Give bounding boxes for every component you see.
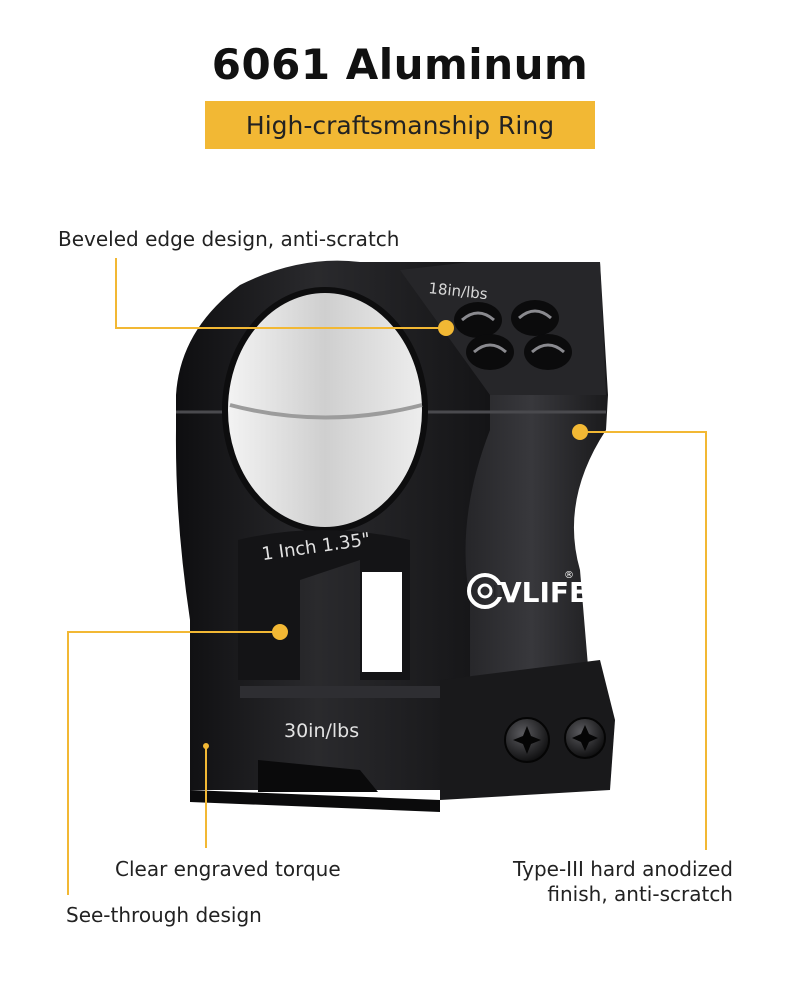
subtitle-banner: High-craftsmanship Ring (205, 101, 595, 149)
page-title: 6061 Aluminum (211, 40, 589, 89)
window-opening (362, 572, 402, 672)
callout-anodized-finish: Type-III hard anodized finish, anti-scra… (513, 857, 733, 906)
base-torque-engraving: 30in/lbs (284, 720, 359, 742)
clamp-screw-right (564, 717, 606, 759)
callout-see-through: See-through design (66, 903, 262, 927)
base-bottom (190, 790, 440, 812)
torx-screw-icon (454, 300, 572, 370)
callout-dots (203, 320, 588, 749)
cvlife-logo-icon (467, 573, 504, 609)
ring-bore-inner-edge (222, 287, 428, 533)
rail-slot (258, 760, 378, 792)
clamp-screw-left (504, 717, 550, 763)
callout-beveled-edge: Beveled edge design, anti-scratch (58, 227, 400, 251)
callout-leaders (67, 258, 707, 895)
registered-mark: ® (564, 570, 574, 581)
window-bottom-bar (240, 686, 440, 698)
callout-engraved-torque: Clear engraved torque (115, 857, 341, 881)
bore-groove (229, 403, 423, 420)
brand-text: VLIFE (500, 576, 588, 609)
ring-bore (225, 290, 425, 530)
